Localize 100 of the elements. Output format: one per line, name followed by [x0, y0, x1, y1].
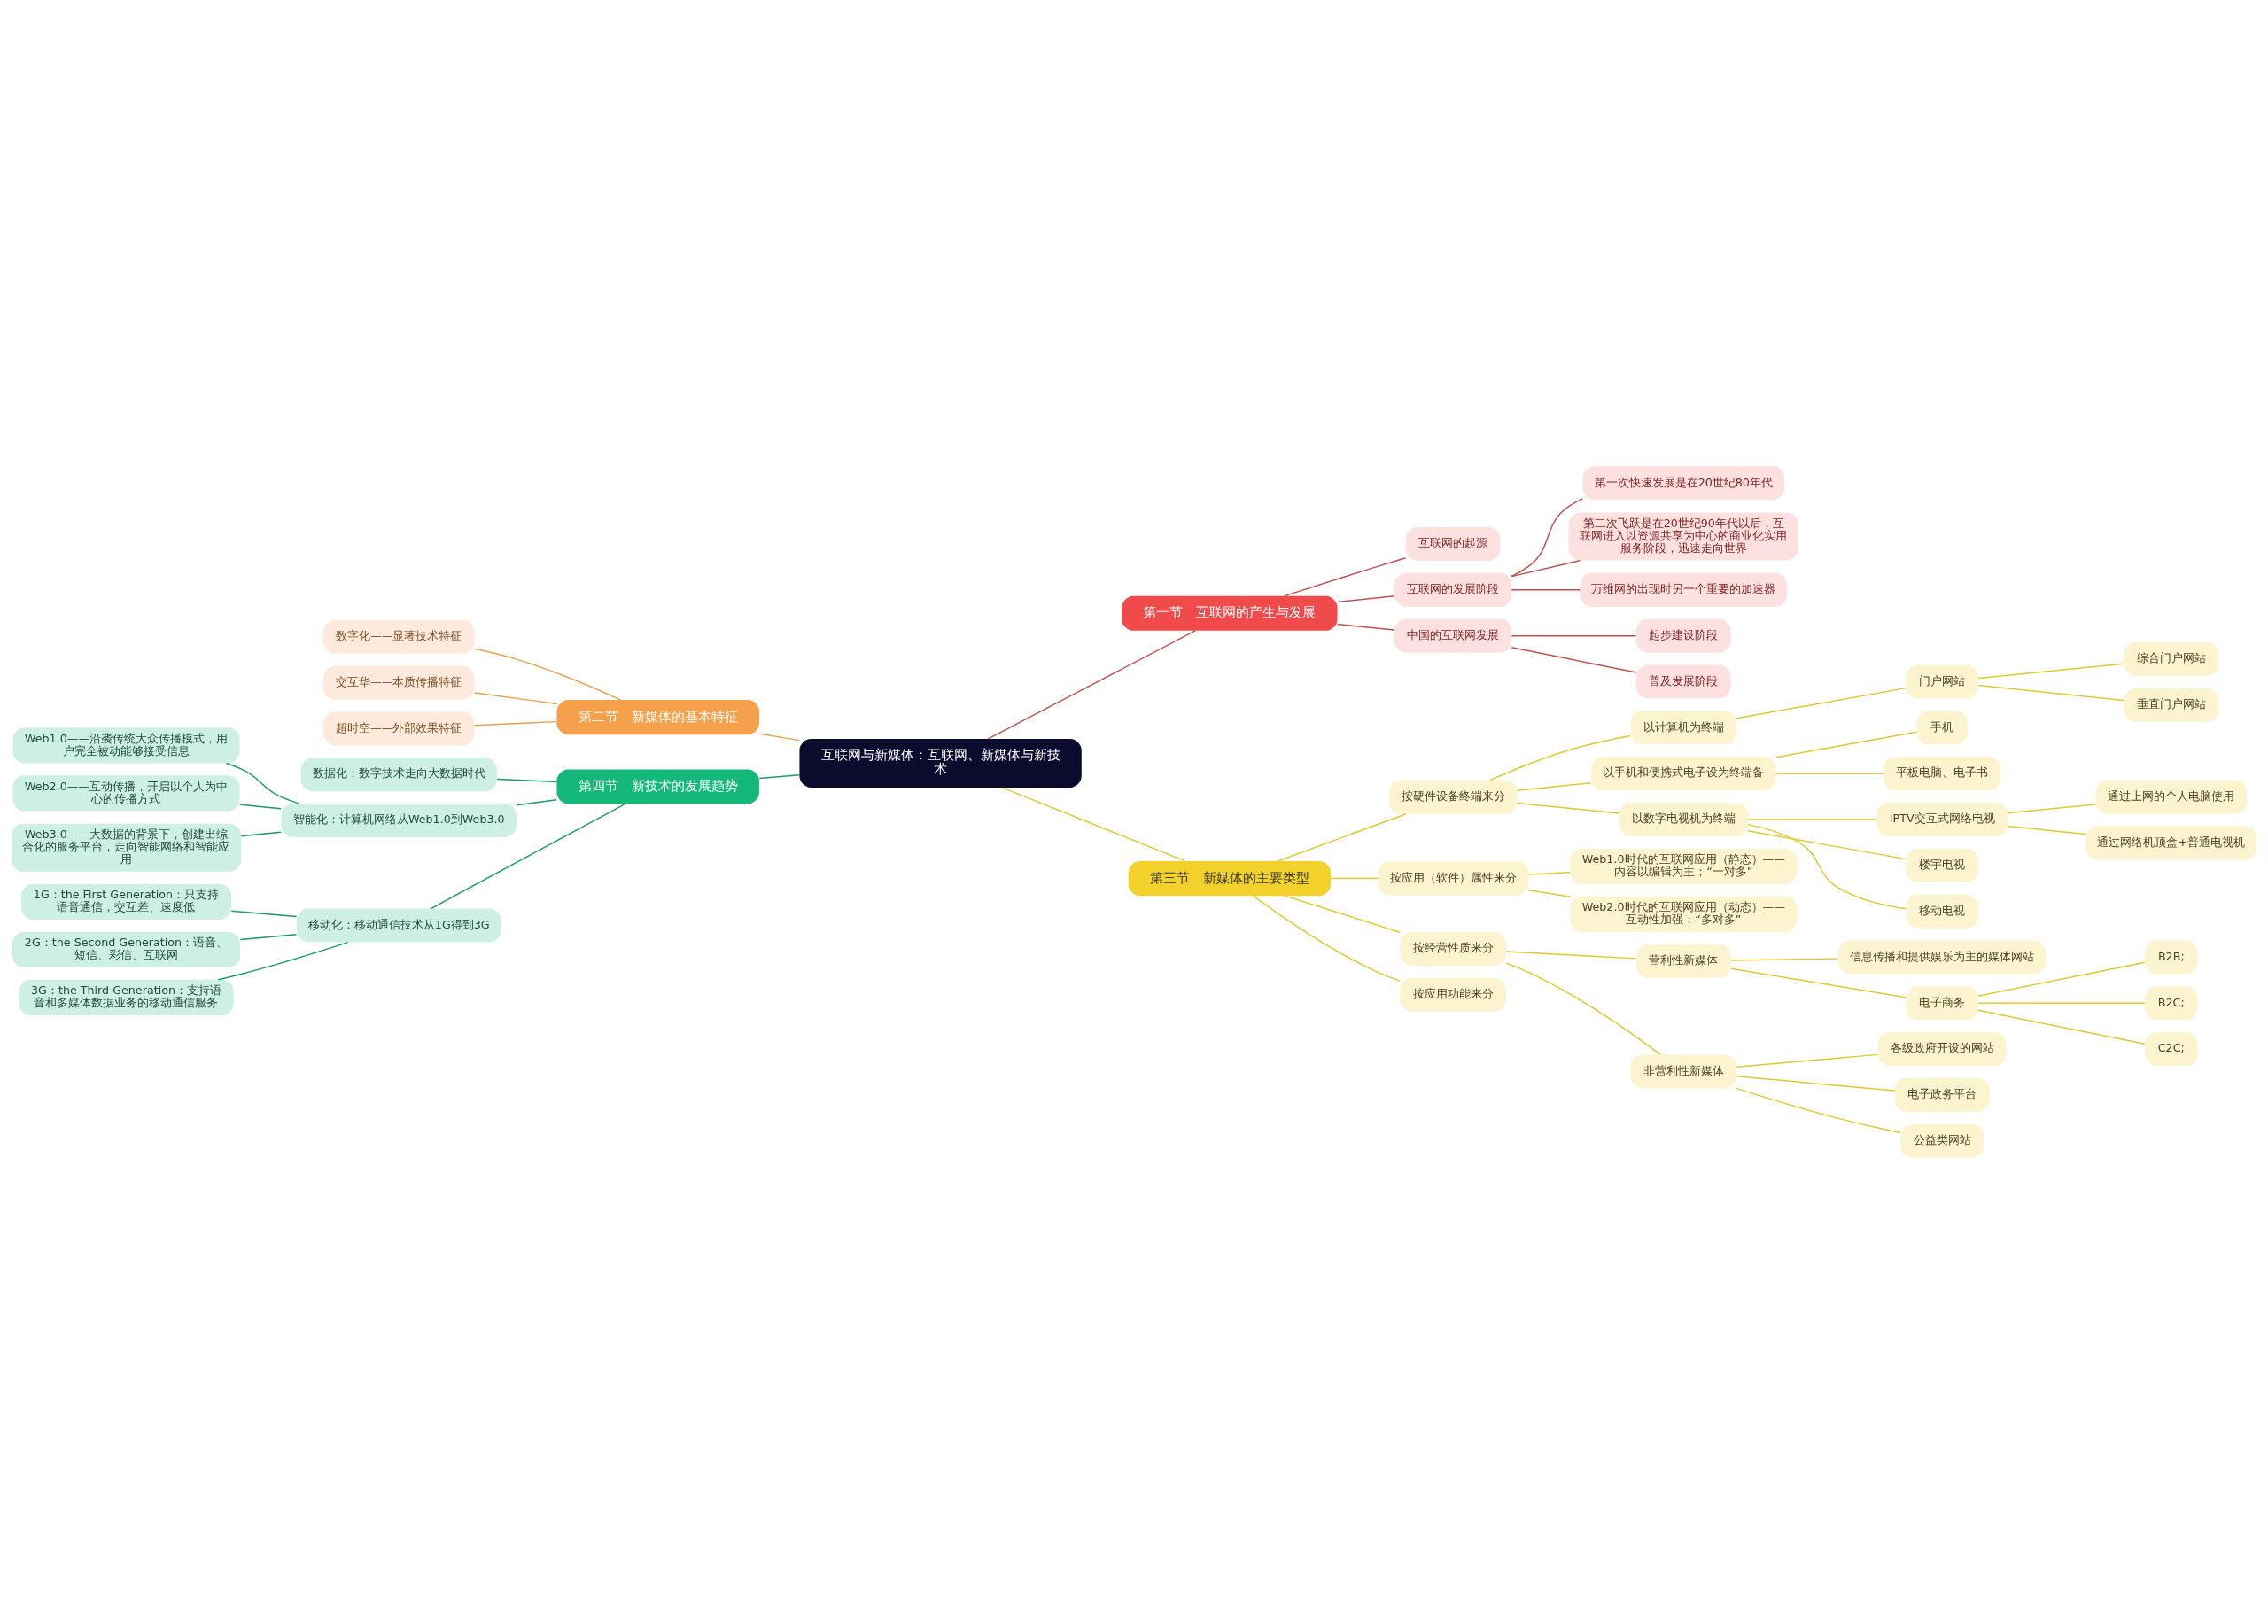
connector [1747, 819, 1877, 820]
node-box: 智能化：计算机网络从Web1.0到Web3.0 [281, 804, 517, 838]
node-box: 互联网的发展阶段 [1394, 572, 1512, 607]
connector [1747, 830, 1907, 860]
connector [1336, 623, 1395, 631]
node-box: 电子商务 [1906, 986, 1978, 1021]
node-box: Web1.0时代的互联网应用（静态）——内容以编辑为主；“一对多” [1570, 848, 1798, 884]
node-box: 各级政府开设的网站 [1877, 1032, 2007, 1067]
node-box: 楼宇电视 [1906, 848, 1978, 882]
connector [1511, 647, 1637, 673]
connector [1977, 961, 2146, 997]
node-box: 第四节 新技术的发展趋势 [556, 769, 759, 804]
connector [1505, 951, 1637, 960]
connector [1747, 823, 1907, 910]
node-box: 普及发展阶段 [1635, 664, 1731, 699]
connector [473, 720, 558, 727]
node-box: 垂直门户网站 [2124, 688, 2219, 722]
node-box: 公益类网站 [1900, 1123, 1984, 1158]
node-box: Web2.0——互动传播，开启以个人为中心的传播方式 [12, 775, 240, 812]
connector [1511, 589, 1581, 591]
connector [1977, 1009, 2146, 1045]
connector [1489, 734, 1632, 781]
node-box: 平板电脑、电子书 [1884, 757, 2001, 791]
connector [1736, 1076, 1896, 1092]
node-box: 手机 [1916, 711, 1968, 745]
connector [2007, 825, 2087, 835]
connector [1730, 958, 1839, 961]
node-box: 互联网与新媒体：互联网、新媒体与新技术 [799, 739, 1082, 788]
connector [1285, 895, 1401, 933]
connector [239, 934, 298, 941]
connector [1511, 559, 1581, 578]
connector [1336, 595, 1395, 603]
connector [1977, 684, 2124, 702]
node-box: 数字化——显著技术特征 [323, 619, 475, 654]
node-box: 1G：the First Generation：只支持语音通信，交互差、速度低 [21, 883, 231, 921]
node-box: 信息传播和提供娱乐为主的媒体网站 [1838, 940, 2047, 975]
node-box: Web3.0——大数据的背景下，创建出综合化的服务平台，走向智能网络和智能应用 [11, 823, 242, 872]
connector [1775, 773, 1884, 774]
node-box: 交互华——本质传播特征 [323, 665, 475, 700]
connector [2007, 804, 2097, 814]
connector [1517, 802, 1620, 814]
node-box: IPTV交互式网络电视 [1876, 802, 2008, 836]
connector [1736, 1087, 1901, 1134]
node-box: 以数字电视机为终端 [1619, 802, 1748, 836]
connector [230, 910, 298, 918]
connector [238, 804, 282, 810]
node-box: 万维网的出现时另一个重要的加速器 [1580, 572, 1788, 607]
node-box: 按经营性质来分 [1400, 931, 1506, 966]
connector [1730, 967, 1907, 998]
node-box: C2C; [2145, 1032, 2198, 1067]
node-box: 中国的互联网发展 [1394, 618, 1512, 653]
connector [217, 941, 349, 981]
node-box: 第三节 新媒体的主要类型 [1128, 861, 1332, 897]
node-box: 综合门户网站 [2124, 642, 2219, 677]
node-box: 第一次快速发展是在20世纪80年代 [1582, 466, 1784, 501]
connector [1252, 895, 1401, 982]
connector [1775, 731, 1918, 758]
connector [1330, 877, 1379, 880]
connector [1277, 812, 1407, 862]
connector [496, 778, 558, 783]
connector [1527, 889, 1571, 897]
node-box: 通过上网的个人电脑使用 [2095, 780, 2247, 814]
node-box: 起步建设阶段 [1635, 618, 1731, 653]
node-box: 2G：the Second Generation：语音、短信、彩信、互联网 [12, 931, 240, 968]
node-box: 以手机和便携式电子设为终端备 [1591, 757, 1776, 791]
connector [225, 762, 299, 804]
node-box: 数据化：数字技术走向大数据时代 [300, 758, 497, 792]
connector [1736, 687, 1907, 719]
node-box: 门户网站 [1906, 664, 1978, 699]
node-box: 第一节 互联网的产生与发展 [1122, 595, 1338, 631]
node-box: B2C; [2145, 986, 2198, 1021]
node-box: 以计算机为终端 [1630, 711, 1737, 745]
connector [1977, 1002, 2146, 1004]
node-box: Web1.0——沿袭传统大众传播模式，用户完全被动能够接受信息 [12, 727, 240, 764]
node-box: 按应用功能来分 [1400, 977, 1506, 1012]
node-box: 第二次飞跃是在20世纪90年代以后，互联网进入以资源共享为中心的商业化实用服务阶段，迅速走向世界 [1568, 512, 1798, 561]
connector [1284, 557, 1407, 597]
connector [431, 803, 626, 909]
connector [516, 799, 557, 806]
connector [1505, 962, 1661, 1056]
connector [1517, 782, 1592, 791]
node-box: 电子政务平台 [1894, 1077, 1990, 1112]
connector [1736, 1053, 1879, 1068]
node-box: 按硬件设备终端来分 [1388, 780, 1518, 814]
node-box: 移动化：移动通信技术从1G得到3G [297, 908, 501, 943]
node-box: 超时空——外部效果特征 [323, 711, 475, 746]
connector [473, 692, 558, 705]
connector [1511, 498, 1584, 578]
connector [1001, 787, 1186, 862]
node-box: 按应用（软件）属性来分 [1378, 861, 1529, 896]
node-box: 非营利性新媒体 [1630, 1054, 1737, 1089]
connector [1527, 871, 1571, 875]
node-box: 营利性新媒体 [1635, 944, 1731, 978]
node-box: 移动电视 [1906, 894, 1978, 929]
connector [987, 630, 1196, 740]
connector [1511, 634, 1637, 637]
connector [473, 648, 622, 701]
node-box: Web2.0时代的互联网应用（动态）——互动性加强；“多对多” [1570, 896, 1798, 932]
connector [758, 773, 801, 780]
node-box: 3G：the Third Generation：支持语音和多媒体数据业务的移动通信服务 [19, 979, 234, 1015]
